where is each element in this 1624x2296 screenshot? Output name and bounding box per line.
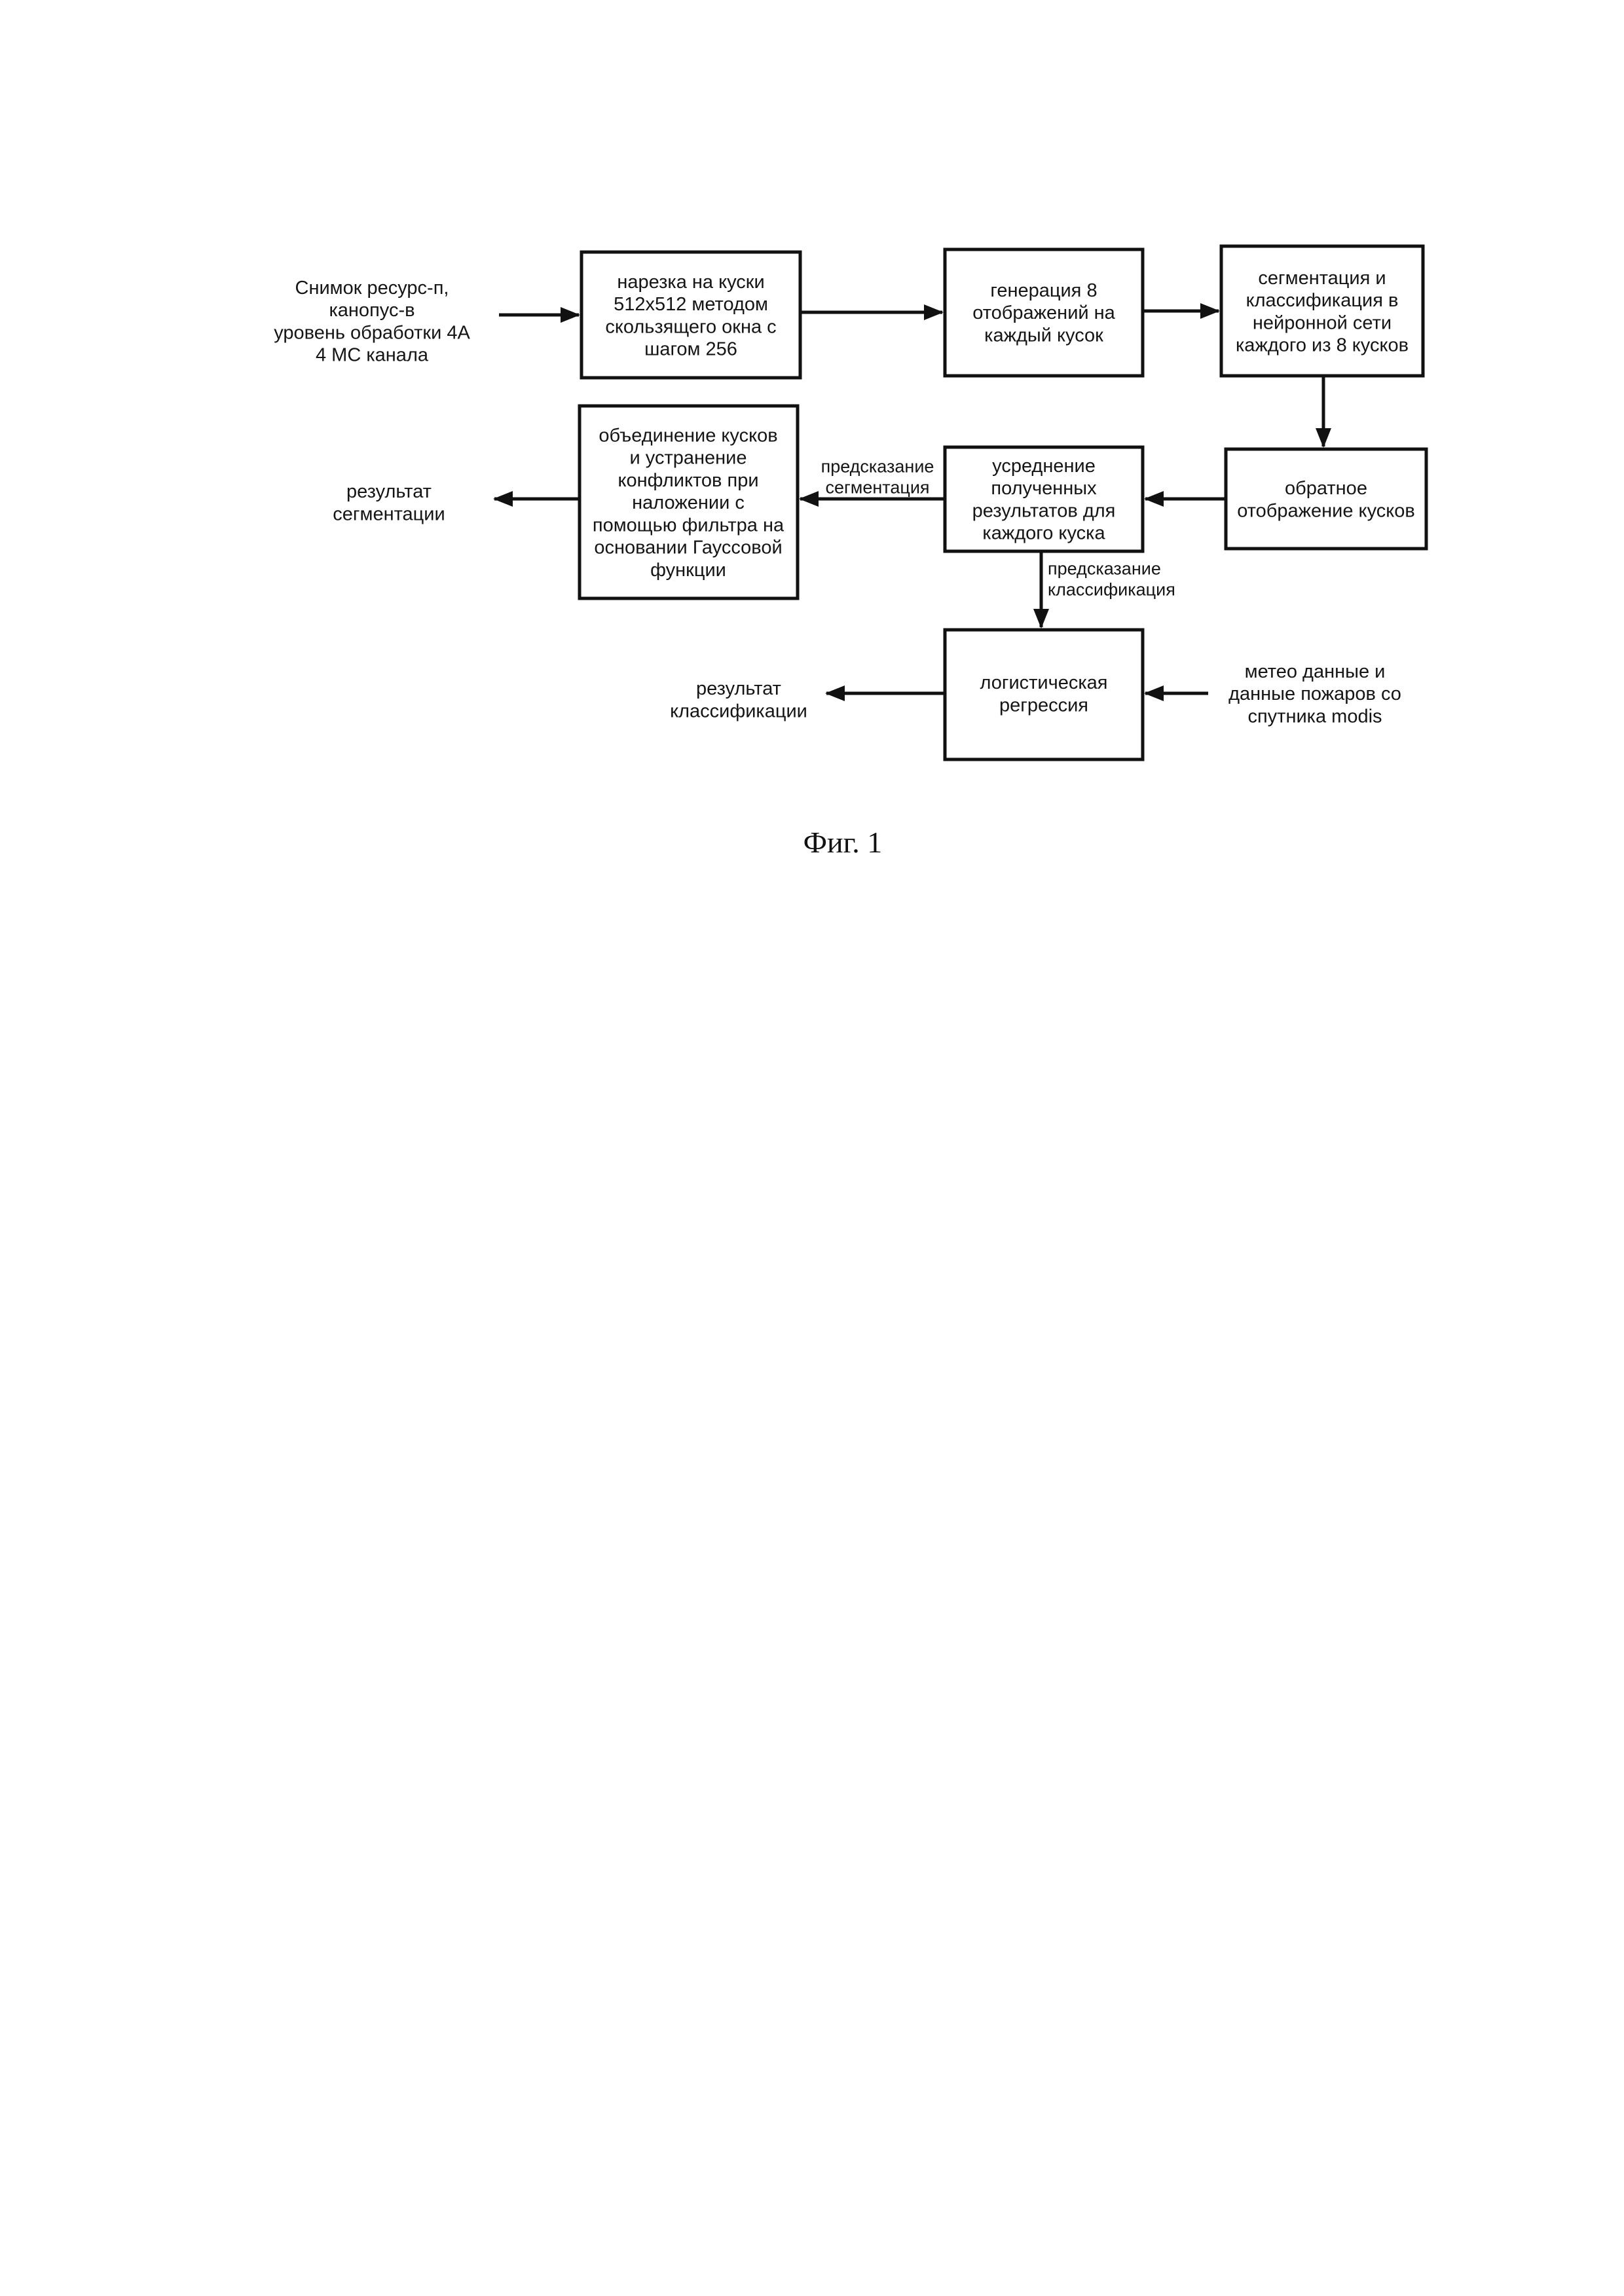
text-line: нейронной сети xyxy=(1253,312,1392,333)
text-line: сегментация и xyxy=(1258,268,1386,289)
segmentation-prediction-label: предсказаниесегментация xyxy=(821,457,934,498)
text-line: наложении с xyxy=(632,492,745,513)
text-line: классификации xyxy=(670,701,807,721)
text-line: помощью фильтра на xyxy=(593,515,784,536)
generation-box: генерация 8отображений накаждый кусок xyxy=(945,249,1143,376)
segmentation-result-label: результатсегментации xyxy=(333,481,445,524)
text-line: нарезка на куски xyxy=(617,272,764,293)
text-line: отображений на xyxy=(972,302,1115,323)
text-line: конфликтов при xyxy=(618,470,758,491)
text-line: 512x512 методом xyxy=(614,294,768,315)
averaging-box: усреднениеполученныхрезультатов длякаждо… xyxy=(945,447,1143,551)
text-line: уровень обработки 4А xyxy=(274,322,470,343)
text-line: канопус-в xyxy=(329,300,415,321)
text-line: результатов для xyxy=(972,500,1116,521)
text-line: шагом 256 xyxy=(644,338,737,359)
text-line: классификация xyxy=(1048,579,1175,599)
input-description: Снимок ресурс-п,канопус-вуровень обработ… xyxy=(274,278,470,366)
text-line: каждый кусок xyxy=(984,325,1103,346)
reverse-mapping-box: обратноеотображение кусков xyxy=(1226,449,1426,549)
text-line: предсказание xyxy=(821,457,934,477)
text-line: сегментация xyxy=(825,477,929,497)
logistic-regression-box: логистическаярегрессия xyxy=(945,630,1143,759)
slicing-box: нарезка на куски512x512 методомскользяще… xyxy=(581,252,800,378)
figure-caption: Фиг. 1 xyxy=(803,826,883,859)
classification-result-label: результатклассификации xyxy=(670,678,807,721)
text-line: обратное xyxy=(1285,478,1367,499)
text-line: скользящего окна с xyxy=(605,316,776,337)
text-line: объединение кусков xyxy=(599,425,777,446)
text-line: функции xyxy=(650,560,726,581)
text-line: регрессия xyxy=(999,695,1088,716)
meteo-input-label: метео данные иданные пожаров соспутника … xyxy=(1228,661,1401,727)
text-line: Снимок ресурс-п, xyxy=(295,278,449,299)
generation-label: генерация 8отображений накаждый кусок xyxy=(972,280,1115,346)
text-line: 4 МС канала xyxy=(316,344,429,365)
text-line: результат xyxy=(696,678,781,699)
text-line: логистическая xyxy=(980,672,1107,693)
text-line: спутника modis xyxy=(1247,706,1382,727)
text-line: основании Гауссовой xyxy=(594,538,782,558)
text-line: генерация 8 xyxy=(990,280,1097,301)
text-line: метео данные и xyxy=(1245,661,1386,682)
text-line: сегментации xyxy=(333,503,445,524)
text-line: результат xyxy=(346,481,432,502)
text-line: классификация в xyxy=(1246,290,1399,311)
text-line: полученных xyxy=(991,478,1097,499)
text-line: усреднение xyxy=(992,456,1096,477)
text-line: каждого куска xyxy=(982,522,1105,543)
text-line: отображение кусков xyxy=(1237,500,1415,521)
text-line: и устранение xyxy=(630,448,747,469)
segmentation-box: сегментация иклассификация внейронной се… xyxy=(1221,246,1423,376)
classification-prediction-label: предсказаниеклассификация xyxy=(1048,559,1175,600)
text-line: предсказание xyxy=(1048,559,1161,579)
merging-box: объединение кускови устранениеконфликтов… xyxy=(580,406,798,598)
text-line: каждого из 8 кусков xyxy=(1236,335,1409,355)
text-line: данные пожаров со xyxy=(1228,683,1401,704)
